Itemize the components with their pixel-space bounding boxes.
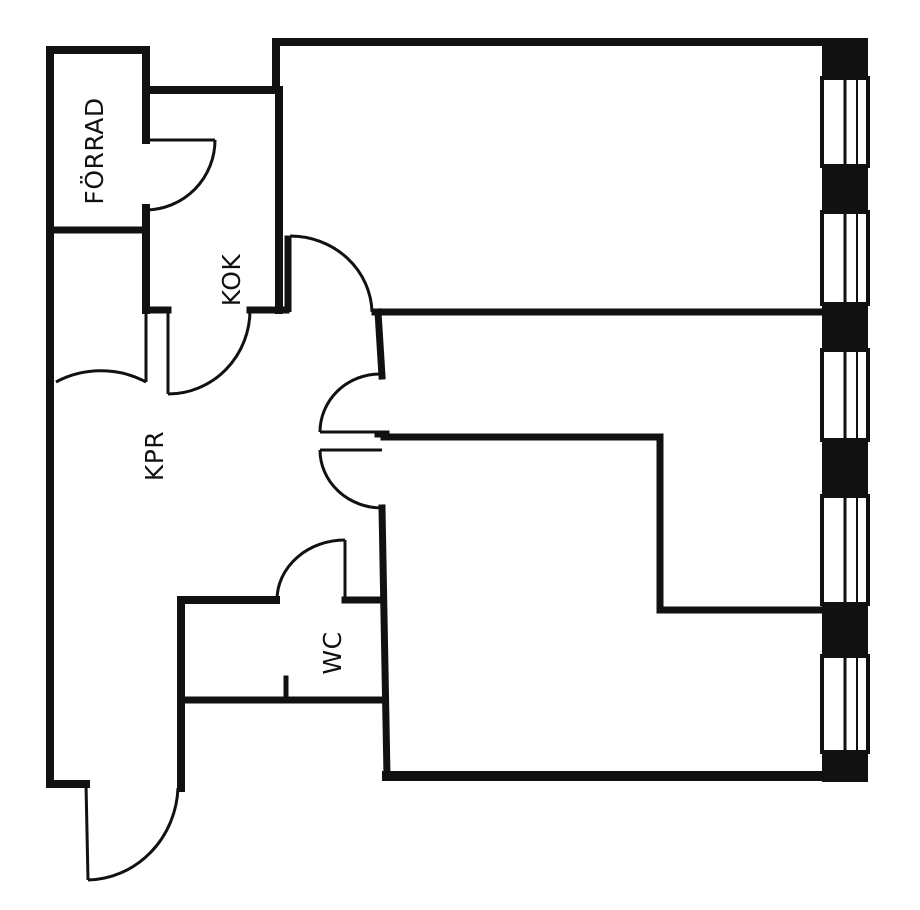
window xyxy=(820,494,870,606)
window-pier xyxy=(822,166,868,212)
window xyxy=(820,348,870,442)
closet-door-swing-bottom xyxy=(318,449,383,510)
corridor-wall-upper xyxy=(374,308,386,380)
hall-door-swing xyxy=(55,369,147,384)
wc-door-swing xyxy=(275,538,346,601)
window-pier xyxy=(822,440,868,496)
exterior-wall xyxy=(46,38,830,234)
kitchen-door-swing xyxy=(167,309,252,396)
walls xyxy=(46,38,831,792)
corridor-wall-lower xyxy=(378,504,391,780)
window xyxy=(820,654,870,754)
entrance-door-swing xyxy=(87,787,180,882)
storage-door-swing xyxy=(145,139,217,212)
window xyxy=(820,210,870,306)
middle-room-wall xyxy=(380,433,830,614)
entrance-door-leaf xyxy=(84,783,90,881)
windows xyxy=(820,38,870,782)
storage-label: FÖRRAD xyxy=(80,97,109,204)
bedroom-door-swing xyxy=(289,234,374,313)
wc-wall xyxy=(177,596,280,708)
room-labels: FÖRRAD KOK KPR WC xyxy=(80,97,347,674)
window xyxy=(820,76,870,168)
exterior-wall-left xyxy=(46,226,90,788)
closet-door-swing-top xyxy=(318,372,381,433)
window-pier xyxy=(822,304,868,350)
kitchen-label: KOK xyxy=(217,254,246,307)
toilet-label: WC xyxy=(318,631,347,674)
doors xyxy=(55,138,383,882)
window-pier xyxy=(822,604,868,656)
hallway-label: KPR xyxy=(140,431,169,481)
